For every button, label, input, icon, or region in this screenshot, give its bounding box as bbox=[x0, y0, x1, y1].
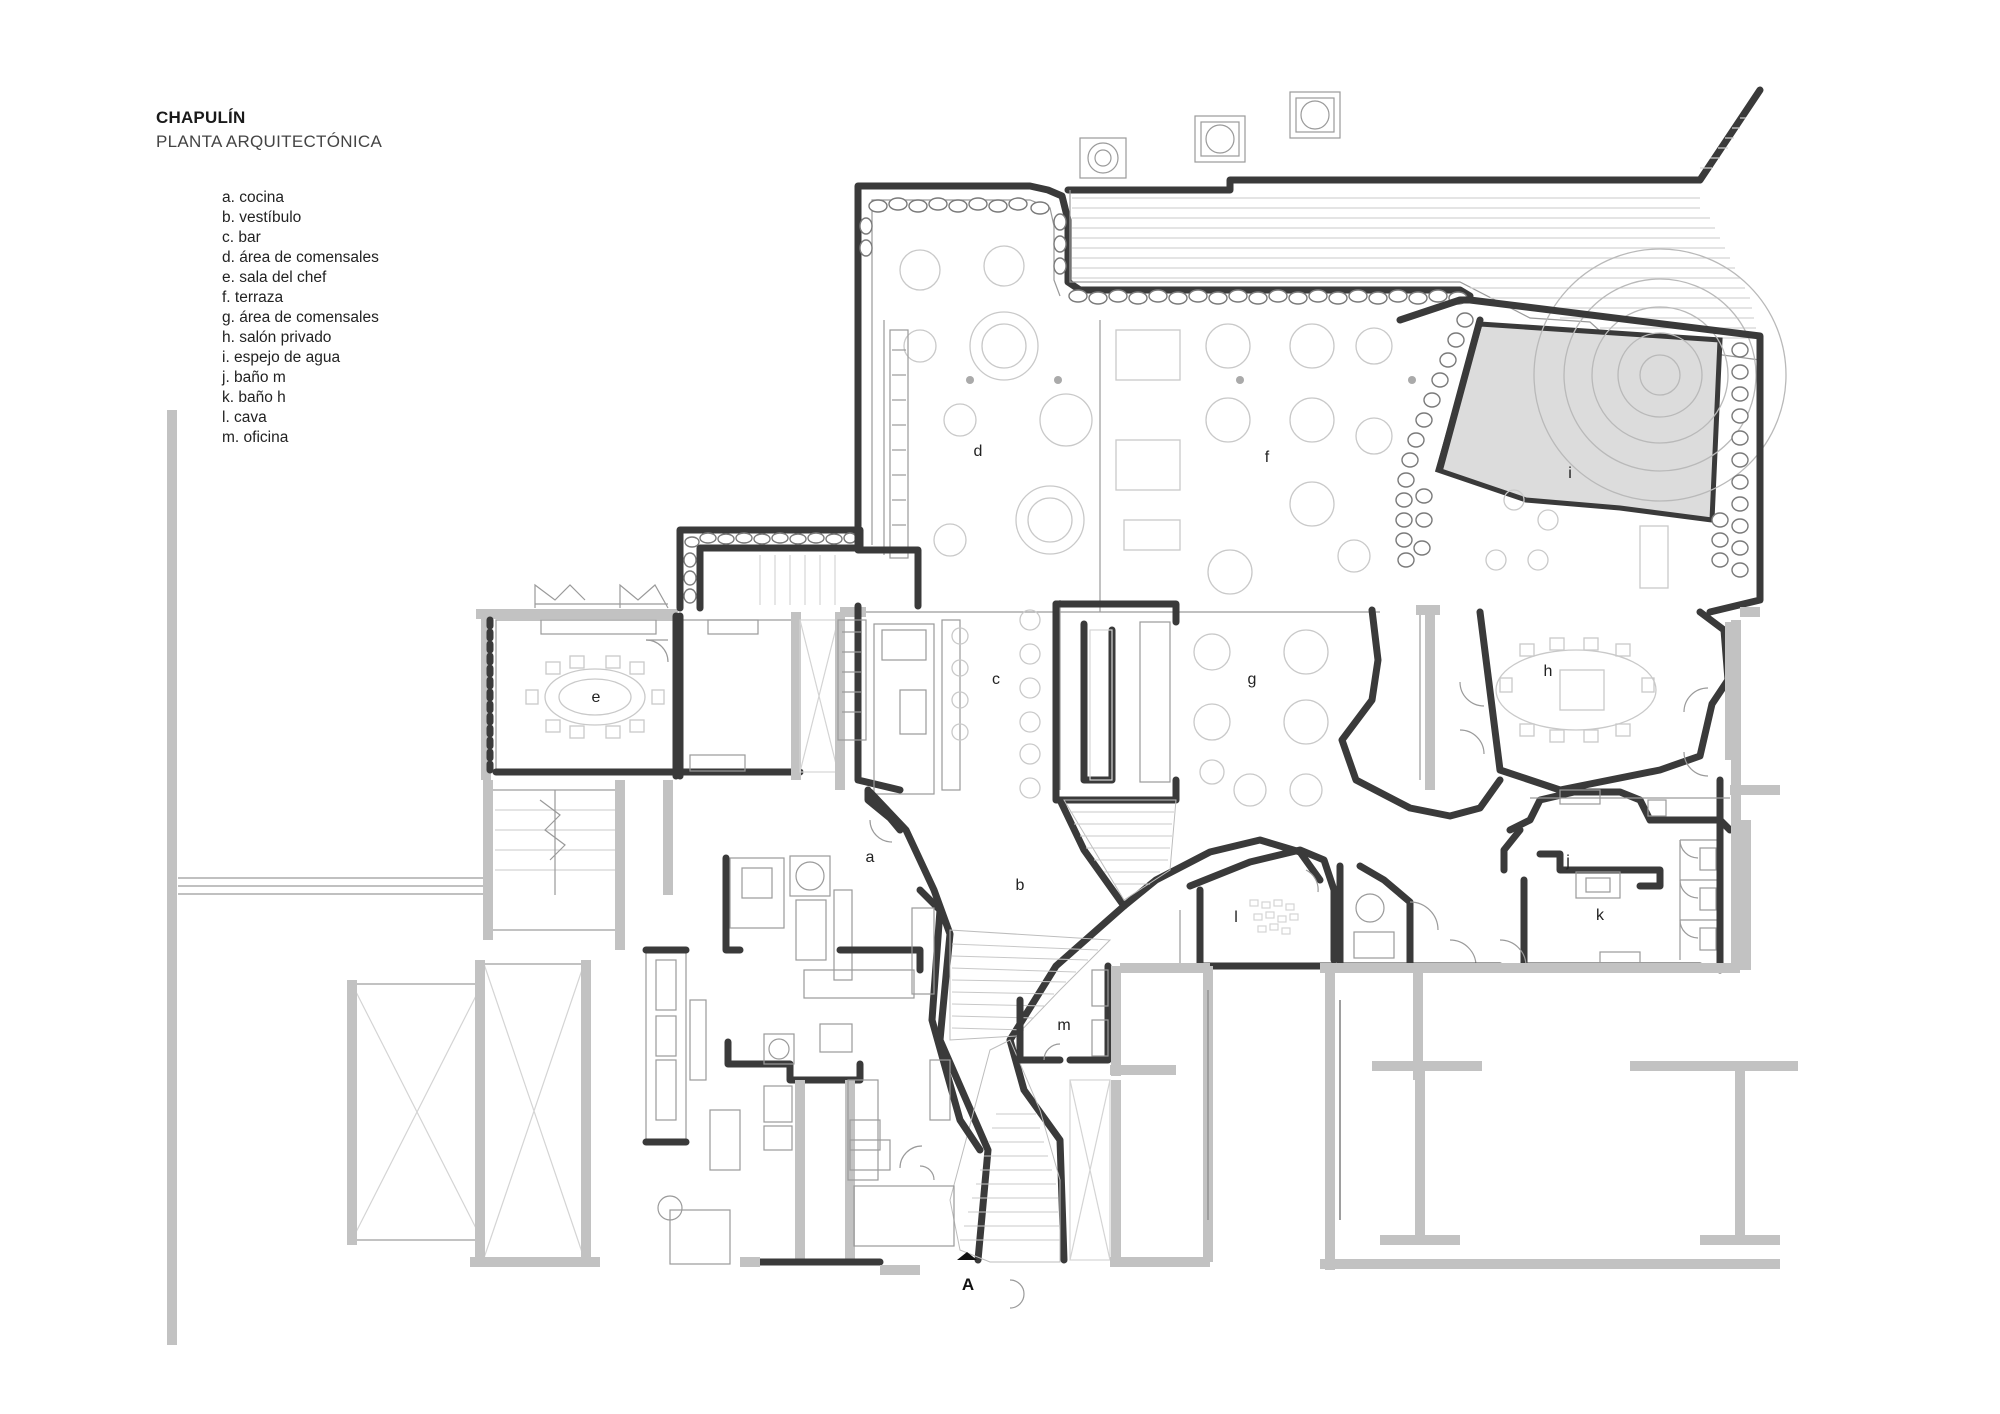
stair-core bbox=[483, 780, 673, 950]
label-g: g bbox=[1248, 671, 1257, 688]
room-m-oficina bbox=[1016, 962, 1176, 1076]
lower-right-structure bbox=[1069, 820, 1798, 1270]
legend-item-i: i. espejo de agua bbox=[222, 349, 341, 366]
room-a-kitchen bbox=[642, 786, 984, 1275]
legend-item-g: g. área de comensales bbox=[222, 309, 379, 326]
label-h: h bbox=[1544, 663, 1553, 680]
label-i: i bbox=[1568, 465, 1572, 482]
legend-item-m: m. oficina bbox=[222, 429, 289, 446]
room-h-private-salon bbox=[1459, 637, 1709, 777]
room-storage-next-to-e bbox=[676, 612, 804, 780]
tree-planters bbox=[1079, 91, 1341, 179]
legend-item-c: c. bar bbox=[222, 229, 261, 246]
label-a: a bbox=[866, 849, 875, 866]
label-m: m bbox=[1057, 1017, 1070, 1034]
top-deck bbox=[1064, 86, 1764, 361]
drawing-type: PLANTA ARQUITECTÓNICA bbox=[156, 132, 383, 151]
walls-central bbox=[840, 605, 1780, 820]
terrace-outer-planter bbox=[854, 182, 1474, 552]
room-c-bar bbox=[837, 600, 1061, 799]
label-k: k bbox=[1596, 907, 1605, 924]
label-d: d bbox=[974, 443, 983, 460]
left-structural-bays bbox=[347, 960, 600, 1267]
legend-item-b: b. vestíbulo bbox=[222, 209, 302, 226]
room-g-dining bbox=[1052, 600, 1329, 807]
room-i-water-mirror bbox=[1395, 248, 1787, 616]
entry-marker-label: A bbox=[962, 1275, 974, 1294]
planter-left bbox=[676, 526, 864, 612]
service-corridor bbox=[799, 612, 845, 790]
room-service-small bbox=[1336, 862, 1439, 970]
label-c: c bbox=[992, 671, 1000, 688]
room-d-dining bbox=[854, 245, 1101, 612]
legend-item-e: e. sala del chef bbox=[222, 269, 327, 286]
label-l: l bbox=[1234, 909, 1238, 926]
left-boundary-wall bbox=[167, 410, 490, 1345]
legend-item-h: h. salón privado bbox=[222, 329, 332, 346]
project-name: CHAPULÍN bbox=[156, 108, 246, 127]
legend-item-k: k. baño h bbox=[222, 389, 286, 406]
label-j: j bbox=[1565, 853, 1570, 870]
title-block: CHAPULÍN PLANTA ARQUITECTÓNICA bbox=[156, 108, 382, 152]
label-f: f bbox=[1265, 449, 1270, 466]
legend-item-a: a. cocina bbox=[222, 189, 285, 206]
legend-item-f: f. terraza bbox=[222, 289, 284, 306]
label-b: b bbox=[1016, 877, 1025, 894]
room-legend: a. cocina b. vestíbulo c. bar d. área de… bbox=[222, 188, 379, 448]
room-labels: a b c d e f g h i j k l m A bbox=[592, 443, 1605, 1294]
legend-item-d: d. área de comensales bbox=[222, 249, 379, 266]
room-e-sala-del-chef bbox=[476, 583, 680, 780]
label-e: e bbox=[592, 689, 601, 706]
room-f-terrace bbox=[1115, 323, 1416, 595]
legend-item-j: j. baño m bbox=[222, 369, 286, 386]
legend-item-l: l. cava bbox=[222, 409, 267, 426]
rooms-j-k-restrooms bbox=[1406, 620, 1741, 974]
